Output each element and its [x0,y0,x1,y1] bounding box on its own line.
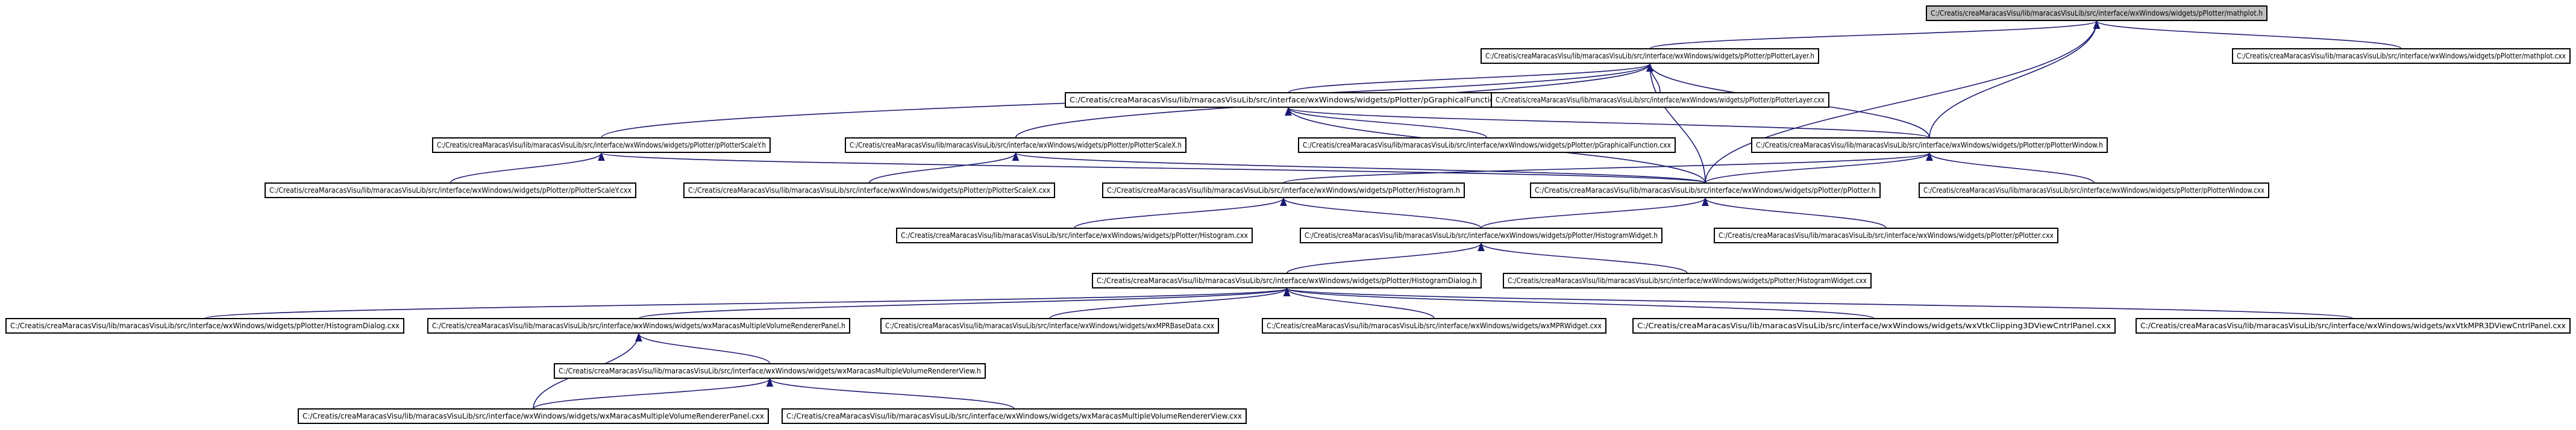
graph-edges [204,20,2402,410]
edge-n16-to-n12 [1702,197,1887,229]
graph-node-histogram-h[interactable]: C:/Creatis/creaMaracasVisu/lib/maracasVi… [1102,182,1465,198]
edge-n9-to-n5 [450,152,605,184]
graph-node-wxmprbasedata-cxx[interactable]: C:/Creatis/creaMaracasVisu/lib/maracasVi… [880,318,1219,334]
node-label: C:/Creatis/creaMaracasVisu/lib/maracasVi… [1923,186,2264,195]
graph-node-histogram-cxx[interactable]: C:/Creatis/creaMaracasVisu/lib/maracasVi… [896,228,1253,243]
node-label: C:/Creatis/creaMaracasVisu/lib/maracasVi… [1637,322,2111,330]
edge-n15-to-n11 [1280,197,1482,229]
graph-node-pplotterscaley-h[interactable]: C:/Creatis/creaMaracasVisu/lib/maracasVi… [432,137,771,153]
graph-node-wxmaracasmultiplevolumerendererview-h[interactable]: C:/Creatis/creaMaracasVisu/lib/maracasVi… [554,363,986,379]
node-label: C:/Creatis/creaMaracasVisu/lib/maracasVi… [1303,141,1671,149]
node-label: C:/Creatis/creaMaracasVisu/lib/maracasVi… [2140,322,2566,330]
edge-n7-to-n3 [1285,107,1488,139]
edge-n11-to-n8 [1283,152,1933,184]
node-label: C:/Creatis/creaMaracasVisu/lib/maracasVi… [1097,276,1477,285]
node-label: C:/Creatis/creaMaracasVisu/lib/maracasVi… [1496,96,1825,104]
edge-n20-to-n17 [638,287,1290,319]
graph-node-pplotterwindow-h[interactable]: C:/Creatis/creaMaracasVisu/lib/maracasVi… [1751,137,2108,153]
node-label: C:/Creatis/creaMaracasVisu/lib/maracasVi… [1508,276,1867,285]
node-label: C:/Creatis/creaMaracasVisu/lib/maracasVi… [1485,52,1814,60]
graph-node-wxmaracasmultiplevolumerendererpanel-h[interactable]: C:/Creatis/creaMaracasVisu/lib/maracasVi… [427,318,850,334]
graph-node-pplotterscalex-cxx[interactable]: C:/Creatis/creaMaracasVisu/lib/maracasVi… [683,182,1055,198]
edge-n24-to-n17 [1283,287,2354,319]
node-label: C:/Creatis/creaMaracasVisu/lib/maracasVi… [2237,52,2566,60]
edge-n3-to-n1 [1288,63,1653,93]
edge-n12-to-n8 [1705,152,1933,184]
edge-n14-to-n11 [1074,197,1287,229]
edge-n8-to-n0 [1929,20,2101,139]
edge-n12-to-n5 [598,152,1706,184]
graph-node-pplotterscaley-cxx[interactable]: C:/Creatis/creaMaracasVisu/lib/maracasVi… [265,182,636,198]
graph-node-histogramwidget-cxx[interactable]: C:/Creatis/creaMaracasVisu/lib/maracasVi… [1503,273,1872,288]
node-label: C:/Creatis/creaMaracasVisu/lib/maracasVi… [437,141,766,149]
edge-n19-to-n17 [204,287,1290,319]
graph-node-histogramwidget-h[interactable]: C:/Creatis/creaMaracasVisu/lib/maracasVi… [1300,228,1662,243]
node-label: C:/Creatis/creaMaracasVisu/lib/maracasVi… [1070,96,1507,104]
graph-node-wxmaracasmultiplevolumerendererpanel-cxx[interactable]: C:/Creatis/creaMaracasVisu/lib/maracasVi… [298,408,769,424]
graph-node-mathplot-cxx[interactable]: C:/Creatis/creaMaracasVisu/lib/maracasVi… [2232,48,2571,64]
node-label: C:/Creatis/creaMaracasVisu/lib/maracasVi… [559,367,981,375]
node-label: C:/Creatis/creaMaracasVisu/lib/maracasVi… [1267,322,1602,330]
edge-n12-to-n0 [1705,20,2101,184]
graph-node-wxvtkmpr3dviewcntrlpanel-cxx[interactable]: C:/Creatis/creaMaracasVisu/lib/maracasVi… [2136,318,2571,334]
edge-n12-to-n6 [1012,152,1706,184]
edge-n27-to-n25 [766,378,1015,410]
edge-n12-to-n1 [1646,63,1706,184]
graph-node-pplotter-cxx[interactable]: C:/Creatis/creaMaracasVisu/lib/maracasVi… [1714,228,2058,243]
edge-n25-to-n20 [635,332,771,364]
node-label: C:/Creatis/creaMaracasVisu/lib/maracasVi… [302,412,764,420]
graph-node-pgraphicalfunction-h[interactable]: C:/Creatis/creaMaracasVisu/lib/maracasVi… [1065,92,1512,108]
edge-n2-to-n0 [2093,20,2402,49]
node-label: C:/Creatis/creaMaracasVisu/lib/maracasVi… [786,412,1242,420]
graph-node-wxmprwidget-cxx[interactable]: C:/Creatis/creaMaracasVisu/lib/maracasVi… [1262,318,1606,334]
edge-n1-to-n0 [1649,20,2100,49]
edge-n10-to-n6 [868,152,1020,184]
graph-node-pplotterwindow-cxx[interactable]: C:/Creatis/creaMaracasVisu/lib/maracasVi… [1919,182,2269,198]
node-label: C:/Creatis/creaMaracasVisu/lib/maracasVi… [1719,231,2054,240]
edge-n8-to-n3 [1285,107,1930,139]
node-label: C:/Creatis/creaMaracasVisu/lib/maracasVi… [1107,186,1460,195]
graph-node-pgraphicalfunction-cxx[interactable]: C:/Creatis/creaMaracasVisu/lib/maracasVi… [1298,137,1676,153]
graph-node-wxmaracasmultiplevolumerendererview-cxx[interactable]: C:/Creatis/creaMaracasVisu/lib/maracasVi… [782,408,1247,424]
graph-node-pplotterlayer-h[interactable]: C:/Creatis/creaMaracasVisu/lib/maracasVi… [1481,48,1819,64]
edge-n18-to-n15 [1478,242,1688,274]
graph-node-mathplot-h[interactable]: C:/Creatis/creaMaracasVisu/lib/maracasVi… [1926,5,2267,21]
graph-node-histogramdialog-h[interactable]: C:/Creatis/creaMaracasVisu/lib/maracasVi… [1092,273,1482,288]
edge-n21-to-n17 [1049,287,1291,319]
edge-n15-to-n12 [1481,197,1709,229]
edge-n23-to-n17 [1283,287,1875,319]
node-label: C:/Creatis/creaMaracasVisu/lib/maracasVi… [1756,141,2103,149]
graph-node-wxvtkclipping3dviewcntrlpanel-cxx[interactable]: C:/Creatis/creaMaracasVisu/lib/maracasVi… [1632,318,2116,334]
node-label: C:/Creatis/creaMaracasVisu/lib/maracasVi… [901,231,1248,240]
node-label: C:/Creatis/creaMaracasVisu/lib/maracasVi… [1535,186,1876,195]
edge-n22-to-n17 [1283,287,1435,319]
graph-node-pplotterscalex-h[interactable]: C:/Creatis/creaMaracasVisu/lib/maracasVi… [845,137,1186,153]
node-label: C:/Creatis/creaMaracasVisu/lib/maracasVi… [432,322,845,330]
edge-n17-to-n15 [1286,242,1485,274]
graph-node-histogramdialog-cxx[interactable]: C:/Creatis/creaMaracasVisu/lib/maracasVi… [5,318,404,334]
edge-n26-to-n25 [533,378,774,410]
edge-n13-to-n8 [1926,152,2095,184]
node-label: C:/Creatis/creaMaracasVisu/lib/maracasVi… [688,186,1050,195]
node-label: C:/Creatis/creaMaracasVisu/lib/maracasVi… [1305,231,1658,240]
node-label: C:/Creatis/creaMaracasVisu/lib/maracasVi… [269,186,631,195]
graph-node-pplotterlayer-cxx[interactable]: C:/Creatis/creaMaracasVisu/lib/maracasVi… [1491,92,1829,108]
node-label: C:/Creatis/creaMaracasVisu/lib/maracasVi… [885,322,1214,330]
node-label: C:/Creatis/creaMaracasVisu/lib/maracasVi… [10,322,400,330]
graph-node-pplotter-h[interactable]: C:/Creatis/creaMaracasVisu/lib/maracasVi… [1530,182,1881,198]
node-label: C:/Creatis/creaMaracasVisu/lib/maracasVi… [850,141,1182,149]
node-label: C:/Creatis/creaMaracasVisu/lib/maracasVi… [1931,9,2263,17]
